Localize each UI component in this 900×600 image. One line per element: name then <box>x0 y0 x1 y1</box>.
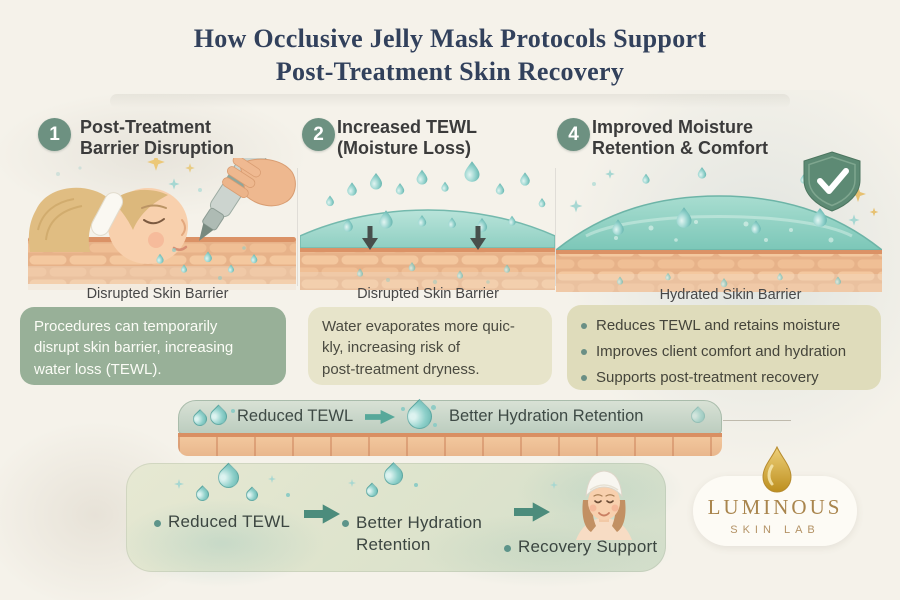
water-drop-icon <box>206 404 231 429</box>
bottom-flow-band: Reduced TEWL Better Hydration Retention … <box>116 451 686 588</box>
skin-cross-section <box>28 237 296 290</box>
ambient-drop-icons <box>642 167 808 184</box>
panel3-caption: Hydrated Sikin Barrier <box>659 287 802 303</box>
panel3-benefit-list: Reduces TEWL and retains moisture Improv… <box>567 305 881 390</box>
panel2-caption: Disrupted Skin Barrier <box>357 286 499 302</box>
water-drop-icon <box>363 482 381 500</box>
panel-divider <box>555 168 556 286</box>
jelly-mask-dome <box>556 195 882 251</box>
downward-arrow-icons <box>362 226 486 250</box>
panel2-title: Increased TEWL (Moisture Loss) <box>337 117 478 158</box>
bullet-dot <box>504 545 511 552</box>
gold-droplet-icon <box>762 446 792 493</box>
bottom-band-step1-label: Reduced TEWL <box>168 512 291 531</box>
step-number-badge-4: 4 <box>557 118 590 151</box>
brand-name: LUMINOUS <box>707 495 843 519</box>
step-number-badge-2: 2 <box>302 118 335 151</box>
bullet-dot <box>154 520 161 527</box>
page-title: How Occlusive Jelly Mask Protocols Suppo… <box>193 24 707 86</box>
client-face <box>28 187 188 264</box>
splash-speck <box>231 409 235 413</box>
client-recovery-illustration <box>576 470 632 540</box>
water-drop-icon <box>380 462 407 489</box>
middle-band-skin-strip <box>178 433 722 456</box>
brand-subtitle: SKIN LAB <box>730 524 820 536</box>
water-drop-icon <box>193 485 212 504</box>
panel3-title: Improved Moisture Retention & Comfort <box>592 117 768 158</box>
middle-band-step1-label: Reduced TEWL <box>237 407 354 425</box>
sparkle-icons <box>56 158 202 192</box>
bullet-dot <box>342 520 349 527</box>
middle-band-step2-label: Better Hydration Retention <box>449 407 644 425</box>
gel-highlight <box>585 215 853 238</box>
water-drop-icon <box>688 406 708 426</box>
splash-speck <box>433 423 437 427</box>
bottom-band-step3-label: Recovery Support <box>518 537 658 556</box>
connector-line <box>723 420 791 421</box>
water-drop-icon <box>190 409 210 429</box>
benefit-item: Supports post-treatment recovery <box>579 365 871 391</box>
bottom-band-step2-label: Better Hydration Retention <box>356 513 483 554</box>
skin-cross-section <box>300 248 555 290</box>
benefit-item: Improves client comfort and hydration <box>579 339 871 365</box>
panel1-title: Post-Treatment Barrier Disruption <box>80 117 235 158</box>
panel-divider <box>297 168 298 286</box>
practitioner-hand <box>222 158 296 207</box>
panel3-illustration-retention <box>556 151 882 292</box>
splash-speck <box>286 493 290 497</box>
face <box>588 484 620 520</box>
splash-speck <box>414 483 418 487</box>
towel <box>585 470 623 498</box>
forward-arrow-icon <box>514 502 550 522</box>
water-loss-drop-icons <box>156 246 258 280</box>
forward-arrow-icon <box>365 409 395 425</box>
panel1-info-box: Procedures can temporarily disrupt skin … <box>20 307 286 385</box>
sparkle-icon <box>348 479 356 487</box>
sparkle-icon <box>174 479 184 489</box>
sparkle-icon <box>550 481 558 489</box>
gel-speckles <box>614 220 834 243</box>
panel2-info-box: Water evaporates more quic- kly, increas… <box>308 307 552 385</box>
splash-speck <box>401 407 405 411</box>
panel1-illustration-treatment <box>28 158 296 290</box>
middle-flow-band: Reduced TEWL Better Hydration Retention <box>178 398 722 435</box>
sparkle-icons <box>569 169 879 226</box>
water-drop-icon <box>243 486 261 504</box>
sub-skin-moisture-icons <box>357 262 510 285</box>
benefit-item: Reduces TEWL and retains moisture <box>579 313 871 339</box>
sparkle-icon <box>268 475 276 483</box>
water-drop-icon <box>213 462 244 493</box>
evaporating-drop-icons <box>326 161 546 208</box>
panel1-caption: Disrupted Skin Barrier <box>86 286 229 302</box>
step-number-badge-1: 1 <box>38 118 71 151</box>
forward-arrow-icon <box>304 504 340 524</box>
shield-check-icon <box>803 151 861 212</box>
splash-speck <box>431 405 436 410</box>
jelly-gel-layer <box>300 209 555 249</box>
watercolor-band-under-title <box>110 94 790 108</box>
skin-cross-section <box>556 250 882 292</box>
panel2-illustration-tewl <box>300 161 555 290</box>
